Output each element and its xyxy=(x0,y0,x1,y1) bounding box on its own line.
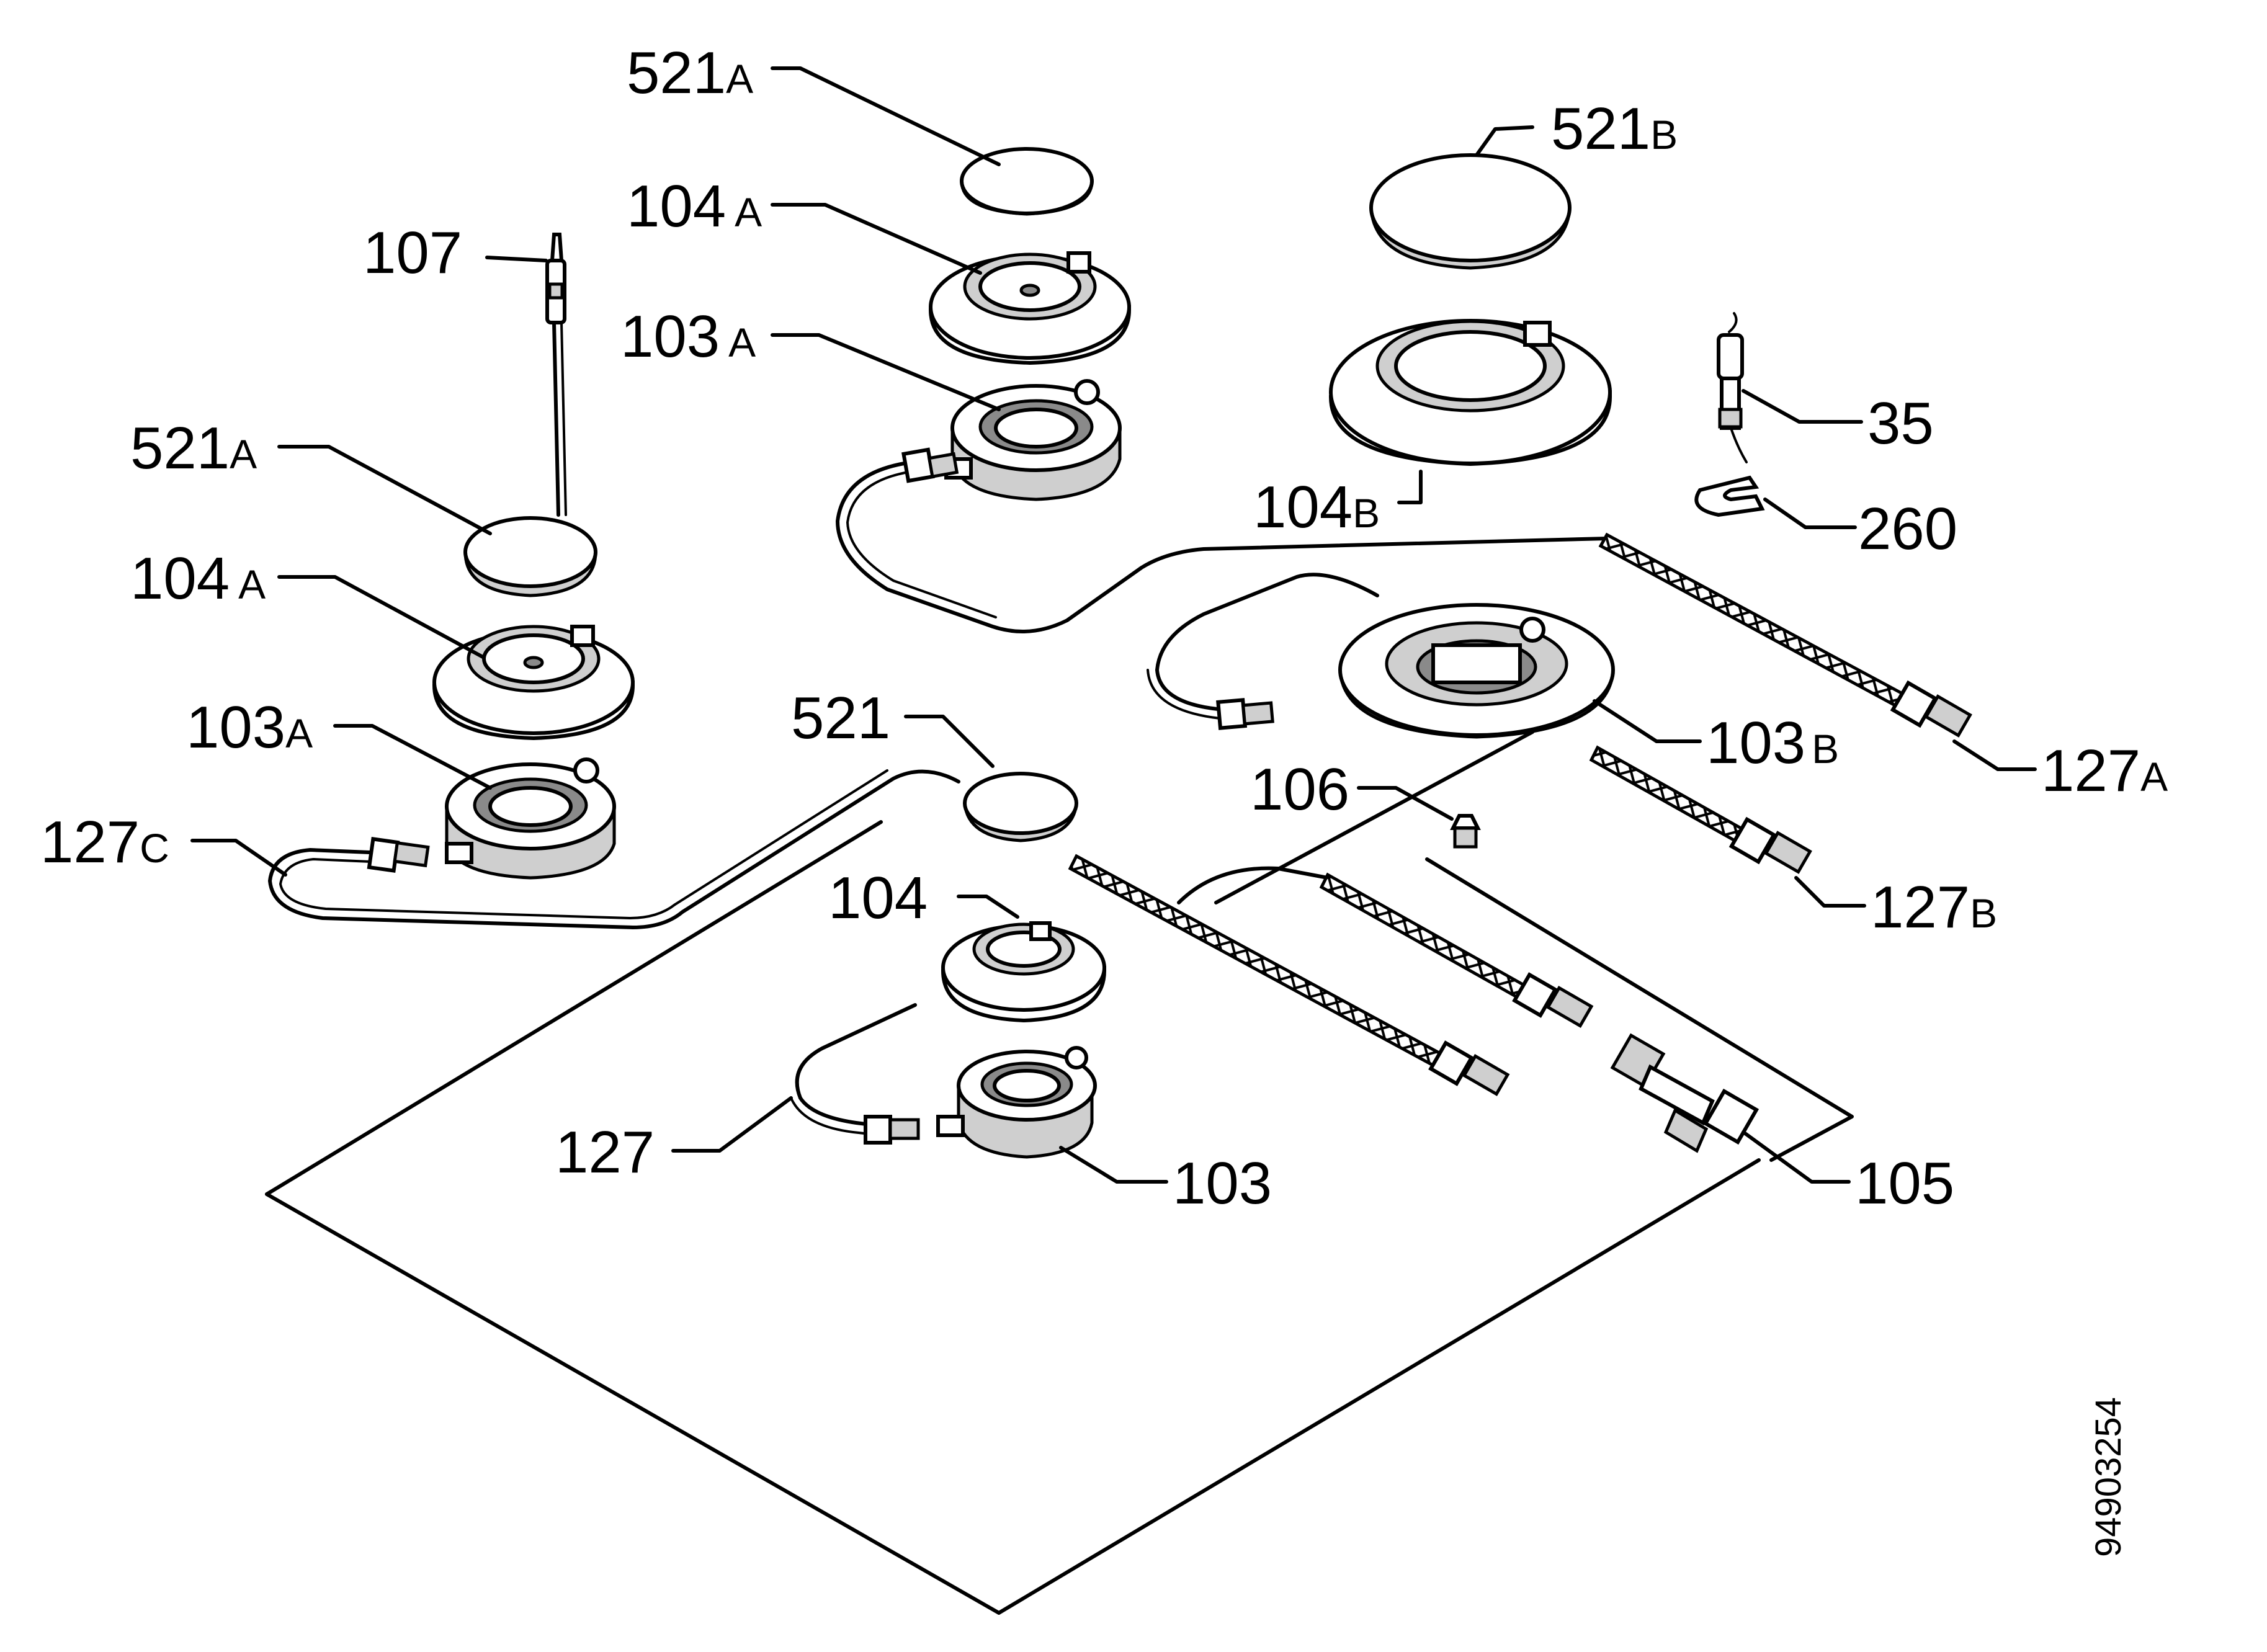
burner-base-103 xyxy=(790,1003,1097,1159)
burner-cap-521b xyxy=(1369,153,1572,270)
thermocouple-107 xyxy=(545,233,567,517)
burner-crown-104 xyxy=(941,921,1106,1023)
drawing-code: 94903254 xyxy=(2088,1397,2129,1557)
clip-260 xyxy=(1694,475,1765,517)
label-35: 35 xyxy=(1867,390,1934,457)
hob-plate xyxy=(265,730,1854,1615)
leader-lines xyxy=(190,66,2037,1184)
burner-base-103a-left xyxy=(445,757,616,880)
label-127b: 127B xyxy=(1871,874,1997,940)
label-521: 521 xyxy=(791,685,890,751)
label-260: 260 xyxy=(1858,496,1957,562)
label-105: 105 xyxy=(1855,1150,1954,1217)
burner-crown-104a-top xyxy=(928,251,1131,365)
label-106: 106 xyxy=(1250,756,1349,823)
front-gas-pipes xyxy=(1068,854,1594,1097)
label-127c: 127C xyxy=(40,809,169,875)
label-521a-top: 521A xyxy=(627,40,753,106)
gas-pipe-127b xyxy=(1589,745,1812,874)
label-103a-left: 103A xyxy=(186,694,313,761)
label-521b: 521B xyxy=(1551,96,1678,162)
burner-base-103b xyxy=(1147,573,1615,739)
burner-crown-104b xyxy=(1328,319,1612,467)
label-107: 107 xyxy=(363,220,462,286)
burner-cap-521a-top xyxy=(960,147,1094,216)
gas-valve-105 xyxy=(1610,1033,1759,1153)
label-127a: 127A xyxy=(2041,738,2168,804)
burner-cap-521 xyxy=(963,772,1078,842)
label-521a-left: 521A xyxy=(130,415,257,481)
injector-106 xyxy=(1450,814,1481,849)
gas-pipe-127a xyxy=(836,447,1972,738)
ignition-plug-35 xyxy=(1717,312,1748,463)
label-103: 103 xyxy=(1173,1150,1272,1217)
label-127: 127 xyxy=(555,1119,655,1185)
label-104b: 104B xyxy=(1253,474,1380,540)
burner-cap-521a-left xyxy=(463,516,597,597)
burner-crown-104a-left xyxy=(432,625,635,741)
label-104: 104 xyxy=(828,865,928,931)
